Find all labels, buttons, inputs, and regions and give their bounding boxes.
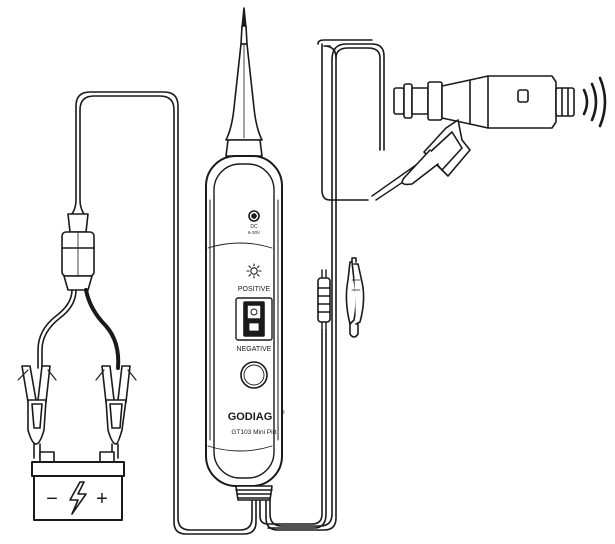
lightning-icon <box>69 481 87 515</box>
aux-cable <box>259 329 327 529</box>
polarity-switch <box>235 297 273 341</box>
lamp-icon <box>246 263 262 279</box>
cable-strain-relief <box>235 485 273 501</box>
registered-mark: ® <box>281 409 285 416</box>
probe-device <box>205 7 283 501</box>
positive-clamp <box>95 365 137 459</box>
signal-waves-icon <box>582 76 607 128</box>
model-label: GT103 Mini Pirt <box>231 429 276 436</box>
control-button <box>240 361 268 389</box>
main-cable-left <box>71 91 257 535</box>
aux-alligator-clip <box>317 257 365 338</box>
fuel-injector <box>371 75 575 201</box>
main-cable-right <box>265 39 385 531</box>
brand-logo: GODIAG <box>228 411 273 423</box>
voltage-label: 6-30V <box>248 230 260 235</box>
battery <box>31 451 125 521</box>
battery-minus: − <box>46 488 58 510</box>
clamp-wires <box>37 288 121 370</box>
negative-clamp <box>17 365 57 459</box>
dc-label: DC <box>250 224 258 230</box>
battery-plus: + <box>96 488 108 510</box>
probe-tip <box>241 7 247 29</box>
negative-label: NEGATIVE <box>237 346 272 353</box>
battery-lead-connector <box>61 213 95 291</box>
positive-label: POSITIVE <box>238 286 271 293</box>
